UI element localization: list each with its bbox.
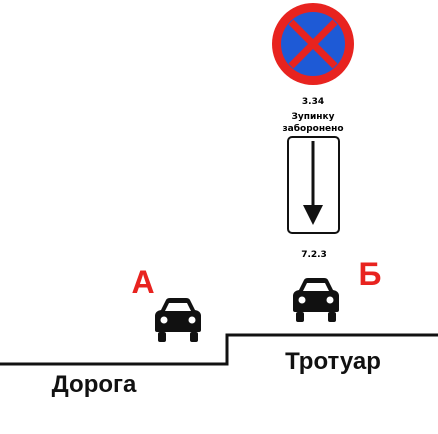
- position-a-label: А: [131, 264, 154, 300]
- curb-line: [0, 333, 438, 366]
- sign-main-name-line2: заборонено: [282, 123, 343, 134]
- sign-plate-code: 7.2.3: [301, 250, 327, 260]
- sign-no-stopping: [272, 3, 354, 85]
- car-b-icon: [293, 278, 339, 322]
- sign-main-name-line1: Зупинку: [292, 112, 335, 122]
- sidewalk-label: Тротуар: [285, 348, 381, 375]
- sign-main-code: 3.34: [302, 97, 324, 107]
- road-label: Дорога: [52, 371, 137, 398]
- sign-cross-line-2: [288, 19, 338, 69]
- position-b-label: Б: [359, 256, 382, 292]
- down-arrow-icon: [303, 141, 323, 225]
- car-a-icon: [155, 298, 201, 342]
- sign-plate: [287, 136, 340, 234]
